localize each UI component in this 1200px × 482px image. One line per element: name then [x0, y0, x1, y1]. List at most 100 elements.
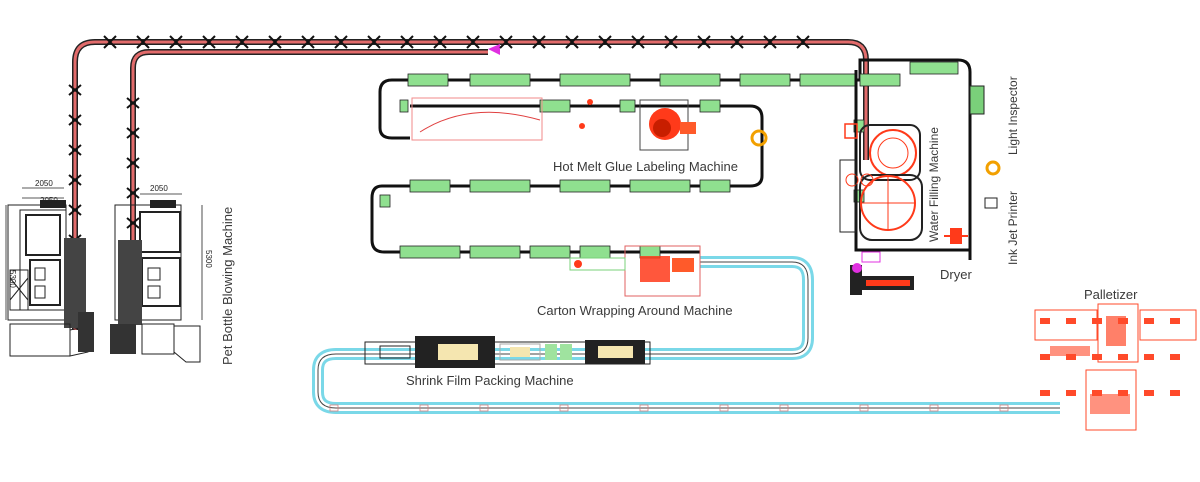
palletizer-detail [1066, 318, 1076, 324]
dimension-height-a: 5300 [8, 270, 17, 288]
palletizer-details [1040, 318, 1180, 396]
fan-unit-icon [68, 114, 82, 126]
label-palletizer: Palletizer [1084, 287, 1138, 302]
label-light-inspector: Light Inspector [1006, 76, 1020, 155]
label-carton-wrapping: Carton Wrapping Around Machine [537, 303, 733, 318]
conveyor-marker [999, 404, 1009, 412]
conveyor-segment [407, 73, 449, 87]
fan-unit-icon [68, 174, 82, 186]
palletizer-detail [1170, 318, 1180, 324]
fan-unit-icon [598, 35, 612, 49]
ink-jet-printer [984, 160, 1001, 209]
palletizer-detail [1092, 390, 1102, 396]
fan-unit-icon [334, 35, 348, 49]
carton-wrapping-machine [569, 245, 701, 297]
conveyor-segment [379, 194, 391, 208]
blowing-machine-right [110, 200, 201, 363]
label-labeling-machine: Hot Melt Glue Labeling Machine [553, 159, 738, 174]
fan-unit-icon [136, 35, 150, 49]
fan-unit-icon [68, 84, 82, 96]
fan-unit-icon [301, 35, 315, 49]
dimension-width-b: 2050 [40, 196, 58, 205]
conveyor-segment [859, 73, 901, 87]
conveyor-segment [539, 99, 571, 113]
light-inspector [969, 85, 985, 115]
conveyor-segment [399, 99, 409, 113]
fan-unit-icon [268, 35, 282, 49]
fan-unit-icon [169, 35, 183, 49]
shrink-packing-machine [364, 336, 651, 368]
conveyor-marker [779, 404, 789, 412]
fan-unit-icon [202, 35, 216, 49]
conveyor-segment [909, 61, 959, 75]
palletizer-detail [1144, 390, 1154, 396]
fan-unit-icon [664, 35, 678, 49]
conveyor-segment [699, 179, 731, 193]
palletizer-detail [1040, 354, 1050, 360]
palletizer-detail [1144, 354, 1154, 360]
fan-unit-icon [126, 157, 140, 169]
bottle-conveyor [370, 58, 972, 260]
label-shrink-packing: Shrink Film Packing Machine [406, 373, 574, 388]
palletizer-detail [1144, 318, 1154, 324]
conveyor-marker [639, 404, 649, 412]
conveyor-segment [699, 99, 721, 113]
palletizer-detail [1118, 354, 1128, 360]
fan-unit-icon [103, 35, 117, 49]
conveyor-segment [559, 73, 631, 87]
conveyor-segment [469, 73, 531, 87]
palletizer-detail [1170, 390, 1180, 396]
conveyor-marker [859, 404, 869, 412]
dimension-height-b: 5300 [204, 250, 213, 268]
fan-unit-icon [730, 35, 744, 49]
palletizer-detail [1118, 318, 1128, 324]
bottle-conveyor-segments [379, 61, 959, 259]
conveyor-segment [579, 245, 611, 259]
fan-unit-icon [126, 127, 140, 139]
fan-unit-icon [126, 217, 140, 229]
palletizer [1034, 303, 1197, 431]
fan-unit-icon [796, 35, 810, 49]
fan-unit-icon [697, 35, 711, 49]
palletizer-detail [1118, 390, 1128, 396]
conveyor-segment [629, 179, 691, 193]
conveyor-segment [619, 99, 636, 113]
conveyor-segment [399, 245, 461, 259]
label-water-filling: Water Filling Machine [927, 127, 941, 242]
palletizer-detail [1092, 354, 1102, 360]
fan-unit-icon [400, 35, 414, 49]
fan-unit-icon [631, 35, 645, 49]
palletizer-detail [1170, 354, 1180, 360]
palletizer-detail [1066, 354, 1076, 360]
dimension-width-a: 2050 [35, 179, 53, 188]
fan-unit-icon [499, 35, 513, 49]
conveyor-segment [559, 179, 611, 193]
dimension-width-c: 2050 [150, 184, 168, 193]
conveyor-marker [479, 404, 489, 412]
fan-unit-icon [763, 35, 777, 49]
fan-unit-icon [367, 35, 381, 49]
conveyor-segment [409, 179, 451, 193]
fan-unit-icon [565, 35, 579, 49]
labeling-machine [411, 97, 768, 151]
case-conveyor-markers [329, 404, 1009, 412]
water-filling-machine [839, 123, 923, 295]
conveyor-marker [419, 404, 429, 412]
air-conveyor [68, 35, 869, 330]
fan-unit-icon [433, 35, 447, 49]
fan-unit-icon [126, 187, 140, 199]
conveyor-segment [529, 245, 571, 259]
conveyor-marker [559, 404, 569, 412]
conveyor-segment [739, 73, 791, 87]
label-ink-jet-printer: Ink Jet Printer [1006, 191, 1020, 265]
label-dryer: Dryer [940, 267, 972, 282]
conveyor-segment [799, 73, 856, 87]
palletizer-detail [1066, 390, 1076, 396]
palletizer-detail [1040, 390, 1050, 396]
palletizer-detail [1092, 318, 1102, 324]
conveyor-segment [659, 73, 721, 87]
fan-unit-icon [532, 35, 546, 49]
fan-unit-icon [235, 35, 249, 49]
